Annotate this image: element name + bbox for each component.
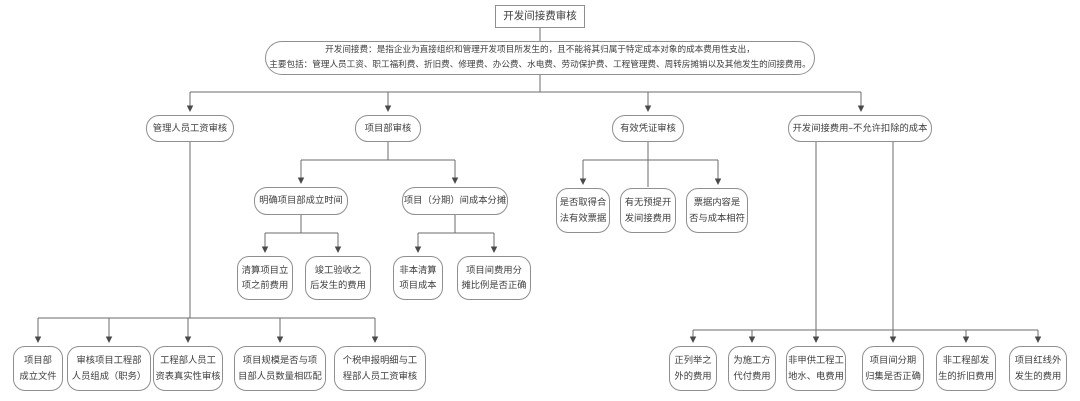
node-allocation-ratio: 项目间费用分 摊比例是否正确 bbox=[457, 256, 531, 300]
node-staff-composition: 审核项目工程部 人员组成（职务） bbox=[67, 346, 151, 391]
node-depreciation-expense: 非工程部发 生的折旧费用 bbox=[936, 346, 996, 391]
node-non-liquidation-cost: 非本清算 项目成本 bbox=[393, 256, 443, 300]
node-valid-voucher-audit: 有效凭证审核 bbox=[612, 115, 684, 142]
flowchart-root-node: 开发间接费审核 bbox=[495, 5, 585, 28]
node-tax-declaration-audit: 个税申报明细与工 程部人员工资审核 bbox=[334, 346, 426, 391]
node-invoice-content-match: 票据内容是 否与成本相符 bbox=[686, 188, 748, 233]
node-non-deductible-cost: 开发间接费用–不允许扣除的成本 bbox=[788, 115, 932, 142]
description-node: 开发间接费：是指企业为直接组织和管理开发项目所发生的，且不能将其归属于特定成本对… bbox=[265, 41, 815, 75]
node-stage-collection: 项目间分期 归集是否正确 bbox=[862, 346, 924, 391]
node-outside-redline-expense: 项目红线外 发生的费用 bbox=[1009, 346, 1067, 391]
node-non-listed-expense: 正列举之 外的费用 bbox=[669, 346, 717, 391]
node-stage-cost-allocation: 项目（分期）间成本分摊 bbox=[402, 187, 508, 215]
node-project-dept-audit: 项目部审核 bbox=[355, 115, 421, 142]
node-site-utility-expense: 非甲供工程工 地水、电费用 bbox=[786, 346, 846, 391]
node-dept-setup-time: 明确项目部成立时间 bbox=[254, 187, 348, 215]
node-accrued-indirect-cost: 有无预提开 发间接费用 bbox=[620, 188, 676, 233]
node-setup-document: 项目部 成立文件 bbox=[13, 346, 63, 391]
node-scale-staff-match: 项目规模是否与项 目部人员数量相匹配 bbox=[234, 346, 326, 391]
node-post-completion-expense: 竣工验收之 后发生的费用 bbox=[305, 256, 371, 300]
node-paid-for-builder: 为施工方 代付费用 bbox=[728, 346, 776, 391]
node-pre-approval-expense: 清算项目立 项之前费用 bbox=[237, 256, 293, 300]
node-management-salary-audit: 管理人员工资审核 bbox=[146, 115, 234, 142]
node-legal-invoice: 是否取得合 法有效票据 bbox=[556, 188, 610, 233]
node-salary-sheet-audit: 工程部人员工 资表真实性审核 bbox=[153, 346, 223, 391]
